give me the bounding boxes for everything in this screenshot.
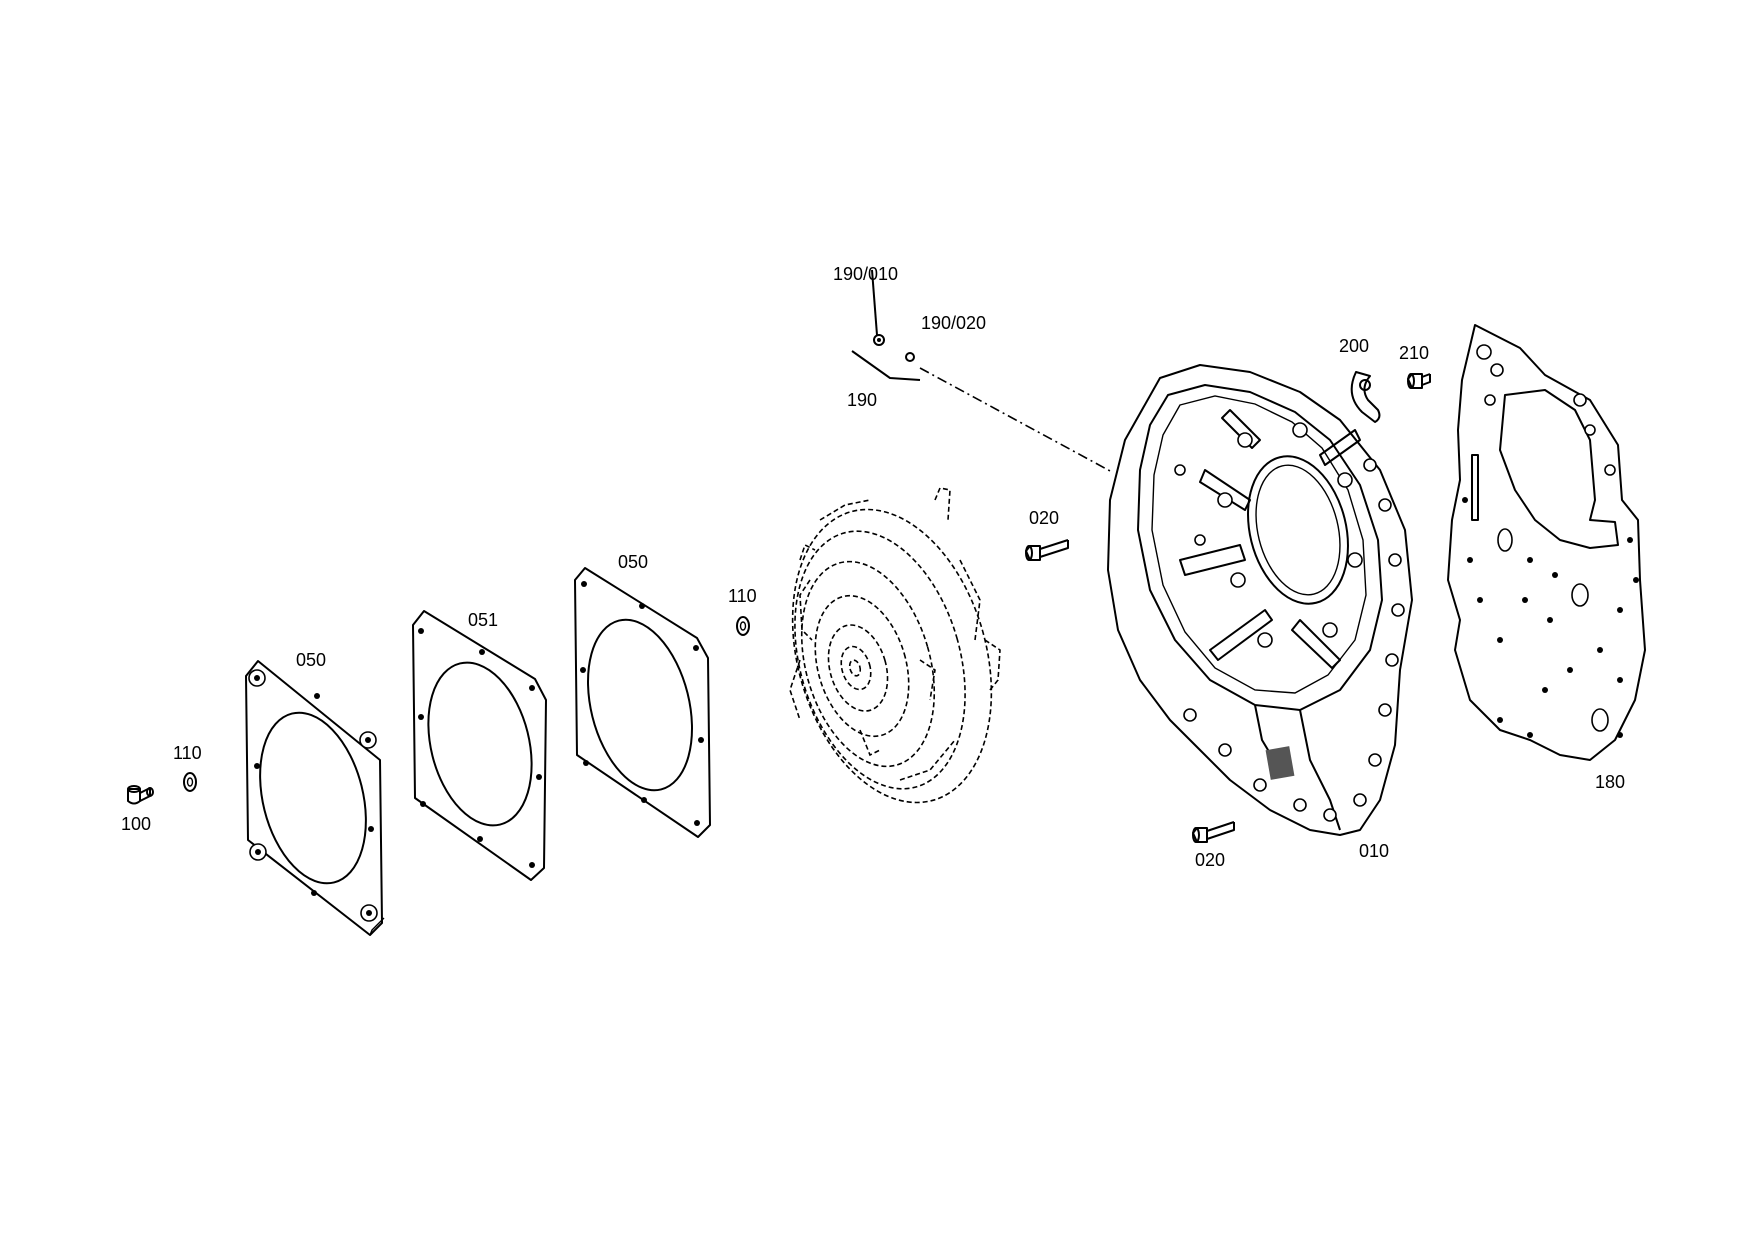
label-100[interactable]: 100 [121,814,151,834]
part-050-gasket-left [245,660,385,936]
part-200-clip [1350,371,1381,423]
label-110-left[interactable]: 110 [173,743,202,763]
part-020-screw-upper [1025,539,1069,561]
label-110-middle[interactable]: 110 [728,586,757,606]
part-020-screw-lower [1192,821,1235,843]
label-210[interactable]: 210 [1399,343,1429,363]
label-020-lower[interactable]: 020 [1195,850,1225,870]
part-180-intermediate-plate [1447,324,1646,761]
part-050-gasket-right [574,567,711,838]
label-050-right[interactable]: 050 [618,552,648,572]
part-100-plug [127,785,154,805]
part-051-gasket [412,610,547,881]
label-190[interactable]: 190 [847,390,877,410]
label-051[interactable]: 051 [468,610,498,630]
label-190-010[interactable]: 190/010 [833,264,898,284]
torque-converter-assembly [789,487,1001,804]
part-110-seal-ring-middle [736,616,750,636]
part-110-seal-ring-left [183,772,197,792]
leader-190-to-housing [919,367,1113,473]
label-180[interactable]: 180 [1595,772,1625,792]
label-010[interactable]: 010 [1359,841,1389,861]
part-190-bracket [851,269,921,381]
label-050-left[interactable]: 050 [296,650,326,670]
label-190-020[interactable]: 190/020 [921,313,986,333]
part-010-transmission-housing [1107,364,1413,836]
part-210-screw [1407,373,1431,389]
label-020-upper[interactable]: 020 [1029,508,1059,528]
label-200[interactable]: 200 [1339,336,1369,356]
